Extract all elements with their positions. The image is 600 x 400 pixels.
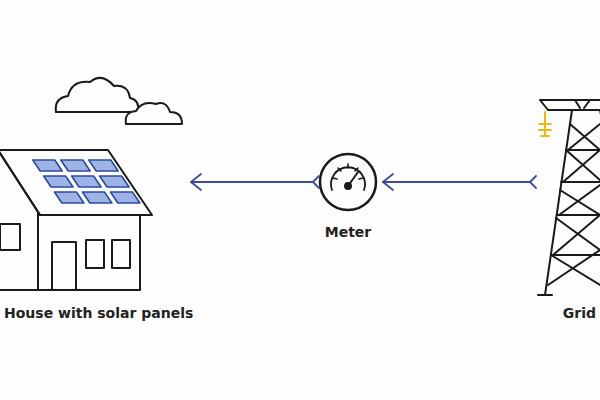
meter-node: Meter bbox=[318, 150, 378, 242]
solar-panel bbox=[72, 176, 101, 187]
solar-panel bbox=[33, 160, 62, 171]
flow-arrow bbox=[191, 174, 319, 190]
cloud bbox=[126, 103, 182, 124]
power-tower bbox=[538, 100, 600, 295]
solar-panel bbox=[61, 160, 90, 171]
cloud bbox=[56, 78, 139, 112]
house-node: House with solar panels bbox=[0, 140, 186, 330]
solar-panel bbox=[110, 192, 139, 203]
node-label: Grid bbox=[563, 304, 596, 322]
solar-panel bbox=[100, 176, 129, 187]
node-label: House with solar panels bbox=[4, 304, 193, 322]
solar-panel bbox=[44, 176, 73, 187]
solar-panel bbox=[54, 192, 83, 203]
node-label: Meter bbox=[325, 223, 372, 241]
flow-arrow bbox=[383, 174, 536, 190]
house-drawing bbox=[0, 150, 152, 290]
solar-panel bbox=[89, 160, 118, 171]
meter-icon bbox=[320, 154, 376, 210]
solar-panel bbox=[82, 192, 111, 203]
grid-node: Grid bbox=[535, 90, 600, 325]
